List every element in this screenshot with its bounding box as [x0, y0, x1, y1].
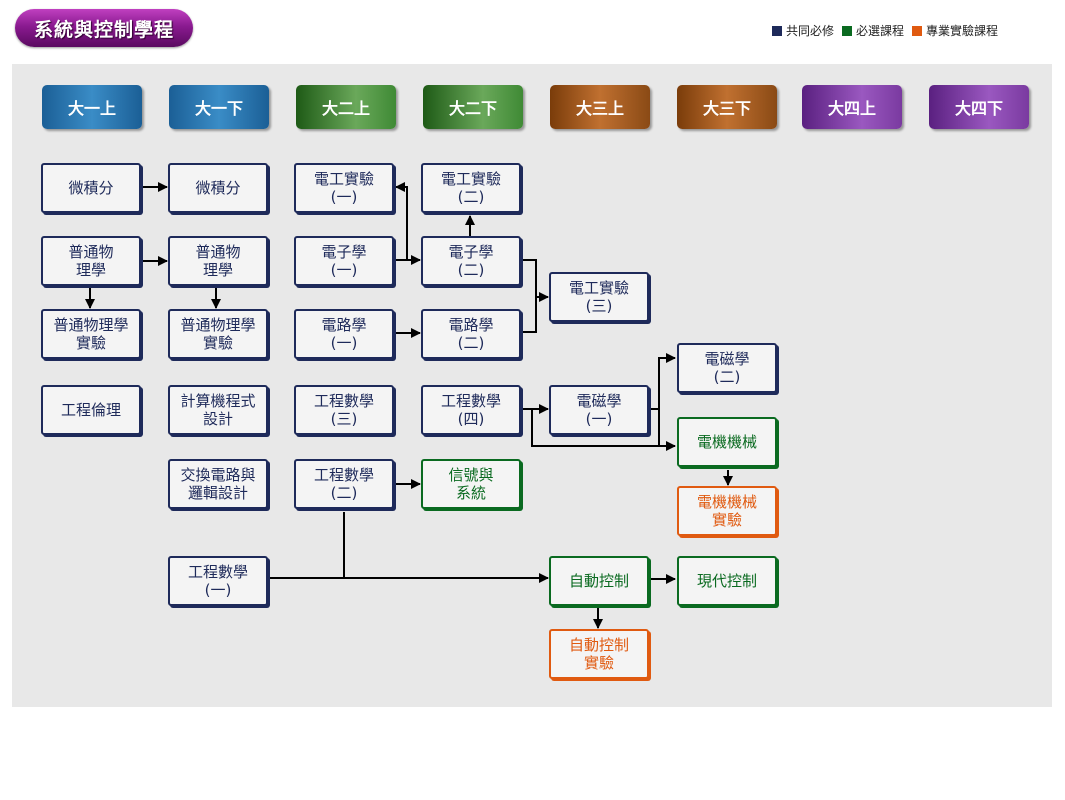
legend-item-required: 共同必修: [772, 22, 834, 39]
course-automatic-control[interactable]: 自動控制: [549, 556, 649, 606]
course-signals-systems[interactable]: 信號與 系統: [421, 459, 521, 509]
course-switching-logic[interactable]: 交換電路與 邏輯設計: [168, 459, 268, 509]
course-electric-machinery[interactable]: 電機機械: [677, 417, 777, 467]
course-physics-2[interactable]: 普通物 理學: [168, 236, 268, 286]
semester-header-1-1: 大一上: [42, 85, 142, 129]
semester-header-3-2: 大三下: [677, 85, 777, 129]
legend-swatch-elective-required: [842, 25, 853, 36]
program-title: 系統與控制學程: [33, 18, 174, 41]
course-physics-lab-2[interactable]: 普通物理學 實驗: [168, 309, 268, 359]
arrow-em1-em2: [649, 353, 676, 410]
course-ee-lab-3[interactable]: 電工實驗 (三): [549, 272, 649, 322]
course-physics-lab-1[interactable]: 普通物理學 實驗: [41, 309, 141, 359]
course-electronics-1[interactable]: 電子學 (一): [294, 236, 394, 286]
course-modern-control[interactable]: 現代控制: [677, 556, 777, 606]
semester-header-4-1: 大四上: [802, 85, 902, 129]
course-electromagnetics-1[interactable]: 電磁學 (一): [549, 385, 649, 435]
legend-label-lab: 專業實驗課程: [926, 24, 999, 38]
course-electronics-2[interactable]: 電子學 (二): [421, 236, 521, 286]
course-physics-1[interactable]: 普通物 理學: [41, 236, 141, 286]
semester-header-3-1: 大三上: [550, 85, 650, 129]
course-ee-lab-2[interactable]: 電工實驗 (二): [421, 163, 521, 213]
course-electromagnetics-2[interactable]: 電磁學 (二): [677, 343, 777, 393]
course-calculus-2[interactable]: 微積分: [168, 163, 268, 213]
arrow-elec2-to-eelab3: [521, 259, 537, 333]
legend-label-elective-required: 必選課程: [856, 24, 905, 38]
course-ee-lab-1[interactable]: 電工實驗 (一): [294, 163, 394, 213]
course-engineering-ethics[interactable]: 工程倫理: [41, 385, 141, 435]
legend-item-lab: 專業實驗課程: [912, 22, 998, 39]
semester-header-1-2: 大一下: [169, 85, 269, 129]
semester-header-2-2: 大二下: [423, 85, 523, 129]
course-engineering-math-4[interactable]: 工程數學 (四): [421, 385, 521, 435]
legend-swatch-lab: [912, 25, 923, 36]
legend: 共同必修 必選課程 專業實驗課程: [772, 22, 1006, 39]
course-engineering-math-1[interactable]: 工程數學 (一): [168, 556, 268, 606]
course-circuits-2[interactable]: 電路學 (二): [421, 309, 521, 359]
program-title-badge: 系統與控制學程: [15, 9, 193, 47]
semester-header-2-1: 大二上: [296, 85, 396, 129]
course-engineering-math-2[interactable]: 工程數學 (二): [294, 459, 394, 509]
legend-swatch-required: [772, 25, 782, 36]
course-calculus-1[interactable]: 微積分: [41, 163, 141, 213]
course-circuits-1[interactable]: 電路學 (一): [294, 309, 394, 359]
legend-label-required: 共同必修: [786, 24, 835, 38]
course-engineering-math-3[interactable]: 工程數學 (三): [294, 385, 394, 435]
semester-header-4-2: 大四下: [929, 85, 1029, 129]
arrow-to-eelab1: [395, 182, 408, 260]
course-electric-machinery-lab[interactable]: 電機機械 實驗: [677, 486, 777, 536]
course-automatic-control-lab[interactable]: 自動控制 實驗: [549, 629, 649, 679]
course-computer-programming[interactable]: 計算機程式 設計: [168, 385, 268, 435]
legend-item-elective-required: 必選課程: [842, 22, 904, 39]
arrow-engmath4-machinery: [531, 409, 676, 451]
